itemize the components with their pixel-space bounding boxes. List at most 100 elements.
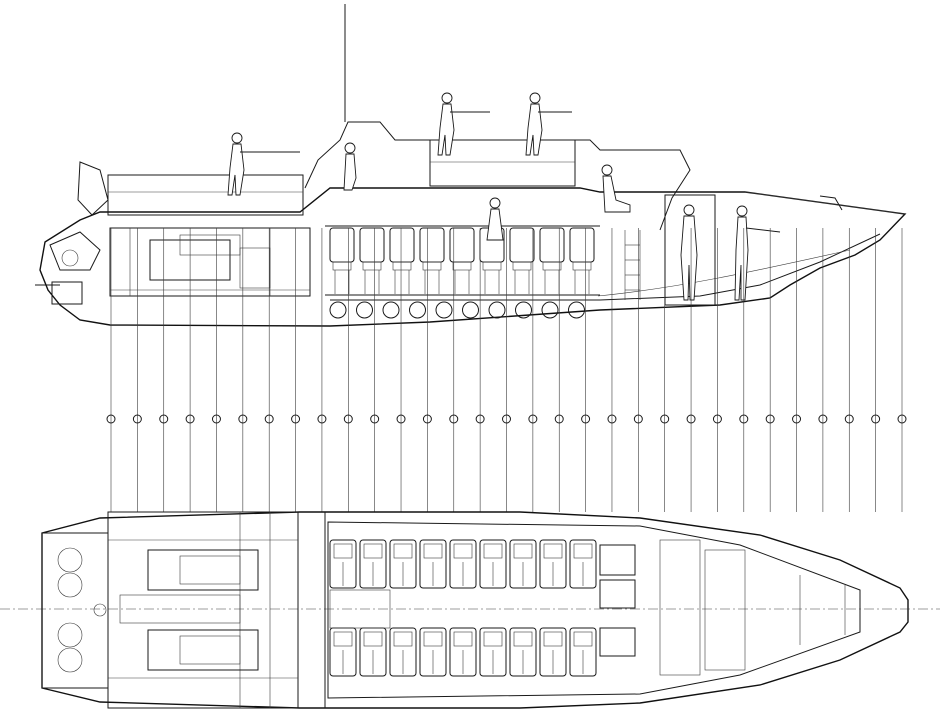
hull-outline	[39, 187, 907, 327]
stern-drive	[35, 161, 109, 305]
porthole	[541, 301, 559, 319]
gunner-figure	[437, 92, 490, 156]
porthole	[568, 301, 585, 319]
plan-seat	[479, 539, 507, 589]
frame-marker	[317, 414, 327, 424]
troop-seat	[509, 227, 535, 294]
frame-marker	[739, 414, 749, 424]
porthole	[382, 301, 400, 319]
frame-marker	[686, 414, 696, 424]
plan-seat	[449, 627, 477, 677]
troop-seat	[569, 227, 595, 294]
troop-seat	[539, 227, 565, 294]
plan-seat	[329, 539, 357, 589]
upper-cabin	[429, 139, 576, 187]
porthole	[515, 301, 532, 319]
troop-seat	[389, 227, 415, 294]
frame-marker	[475, 414, 485, 424]
porthole	[435, 301, 453, 319]
crew-figures	[227, 92, 781, 301]
engine-starboard	[147, 629, 259, 671]
engine-room	[109, 227, 311, 297]
plan-seat	[389, 627, 417, 677]
frame-marker	[132, 414, 142, 424]
frame-marker	[660, 414, 670, 424]
plan-seat	[419, 627, 447, 677]
frame-marker	[185, 414, 195, 424]
plan-seat	[509, 627, 537, 677]
frame-marker	[291, 414, 301, 424]
plan-seat	[509, 539, 537, 589]
troop-seats-plan	[329, 539, 597, 677]
frame-marker	[264, 414, 274, 424]
frame-marker	[712, 414, 722, 424]
plan-seat	[359, 539, 387, 589]
troop-seats-side	[329, 227, 595, 294]
helm-stations-plan	[599, 539, 846, 676]
frame-marker	[792, 414, 802, 424]
gunner-figure	[525, 92, 572, 156]
crew-figure	[680, 204, 698, 301]
plan-seat	[449, 539, 477, 589]
plan-seat	[359, 627, 387, 677]
spray-rail	[597, 249, 851, 297]
aft-deck-structure	[107, 174, 304, 216]
frame-marker	[633, 414, 643, 424]
frame-stations	[106, 228, 907, 512]
frame-marker	[818, 414, 828, 424]
frame-marker	[343, 414, 353, 424]
crew-figure	[734, 205, 781, 301]
frame-marker	[370, 414, 380, 424]
plan-view	[0, 511, 940, 709]
engine-port	[147, 549, 259, 591]
troop-seat	[359, 227, 385, 294]
frame-marker	[211, 414, 221, 424]
frame-marker	[581, 414, 591, 424]
porthole	[409, 301, 426, 319]
porthole	[488, 301, 506, 319]
plan-hull-outline	[41, 511, 909, 709]
troop-seat	[419, 227, 445, 294]
frame-marker	[607, 414, 617, 424]
stern-drive-plan	[41, 532, 109, 689]
portholes	[329, 301, 585, 319]
side-profile-view	[35, 4, 907, 327]
plan-seat	[569, 539, 597, 589]
frame-marker	[871, 414, 881, 424]
ladder	[625, 244, 640, 291]
frame-marker	[844, 414, 854, 424]
porthole	[356, 301, 373, 319]
frame-marker	[554, 414, 564, 424]
frame-marker	[765, 414, 775, 424]
frame-marker	[449, 414, 459, 424]
plan-seat	[329, 627, 357, 677]
plan-seat	[539, 627, 567, 677]
crew-figure	[486, 197, 504, 241]
plan-seat	[419, 539, 447, 589]
plan-seat	[389, 539, 417, 589]
gunner-figure	[227, 132, 300, 196]
porthole	[329, 301, 347, 319]
frame-marker	[396, 414, 406, 424]
deck-edge	[327, 521, 861, 699]
plan-seat	[479, 627, 507, 677]
frame-marker	[528, 414, 538, 424]
frame-marker	[422, 414, 432, 424]
frame-marker	[159, 414, 169, 424]
troop-seat	[449, 227, 475, 294]
frame-marker	[502, 414, 511, 424]
engine-room-plan	[107, 511, 299, 709]
helmsman-figure	[601, 164, 631, 213]
frame-marker	[897, 414, 907, 424]
crew-figure	[343, 142, 357, 191]
troop-seat	[329, 227, 355, 294]
bow-rail	[819, 195, 843, 211]
porthole	[462, 301, 479, 319]
frame-marker	[106, 414, 116, 424]
plan-seat	[539, 539, 567, 589]
chine-line	[330, 233, 881, 301]
frame-marker	[238, 414, 248, 424]
plan-seat	[569, 627, 597, 677]
